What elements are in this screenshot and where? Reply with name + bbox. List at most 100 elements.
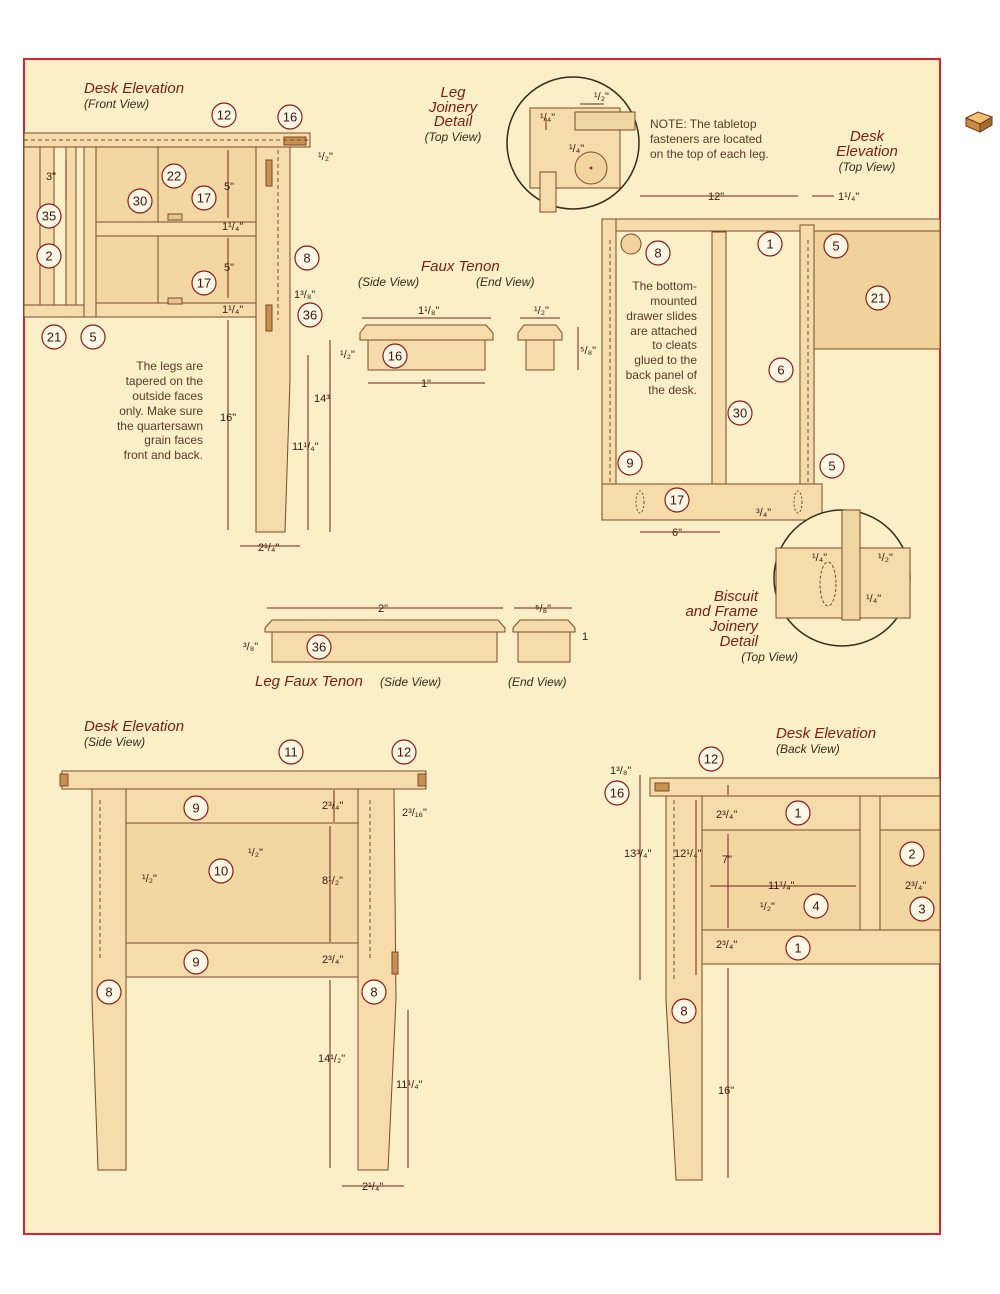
dim-joinery-quarter-b: ¹/₄" (569, 143, 584, 155)
svg-text:35: 35 (42, 209, 56, 224)
svg-text:drawer slides: drawer slides (626, 309, 697, 323)
dim-front-5a: 5" (224, 181, 234, 193)
dim-side-214: 2¹/₄" (362, 1181, 383, 1193)
callout-front-17a: 17 (191, 185, 217, 211)
dim-top-114: 1¹/₄" (838, 191, 859, 203)
svg-text:36: 36 (312, 640, 326, 655)
svg-text:mounted: mounted (650, 294, 697, 308)
callout-front-5: 5 (80, 324, 106, 350)
svg-text:12: 12 (397, 745, 411, 760)
callout-front-17b: 17 (191, 270, 217, 296)
svg-text:6: 6 (777, 363, 784, 378)
callout-front-30: 30 (127, 188, 153, 214)
svg-text:and Frame: and Frame (685, 603, 758, 620)
callout-front-22: 22 (161, 163, 187, 189)
svg-text:9: 9 (626, 456, 633, 471)
dim-back-234c: 2³/₄" (716, 939, 737, 951)
back-view-title: Desk Elevation (776, 725, 876, 742)
svg-text:3: 3 (918, 902, 925, 917)
svg-text:2: 2 (45, 249, 52, 264)
svg-text:21: 21 (871, 291, 885, 306)
side-view-drawing (59, 770, 427, 1171)
svg-text:The bottom-: The bottom- (632, 279, 697, 293)
leg-faux-tenon-end-label: (End View) (508, 675, 566, 689)
callout-side-10: 10 (208, 858, 234, 884)
callout-side-9b: 9 (183, 949, 209, 975)
back-view-drawing (649, 777, 941, 1181)
dim-faux-half-b: ¹/₂" (534, 305, 549, 317)
svg-text:9: 9 (192, 801, 199, 816)
side-view-subtitle: (Side View) (84, 735, 145, 749)
back-callouts: 12 16 1 2 4 3 1 8 (604, 746, 935, 1024)
svg-text:30: 30 (733, 406, 747, 421)
top-view-title: Desk Elevation (Top View) (836, 128, 898, 174)
svg-text:1: 1 (766, 237, 773, 252)
callout-side-9a: 9 (183, 795, 209, 821)
callout-top-6: 6 (768, 357, 794, 383)
svg-text:The legs are: The legs are (136, 359, 203, 373)
svg-text:to cleats: to cleats (652, 338, 697, 352)
dim-front-138: 1³/₈" (294, 289, 315, 301)
svg-text:(Top View): (Top View) (839, 160, 896, 174)
callout-front-35: 35 (36, 203, 62, 229)
dim-legfaux-2: 2" (378, 603, 388, 615)
callout-side-12: 12 (391, 739, 417, 765)
dim-top-12: 12" (708, 191, 724, 203)
svg-text:4: 4 (812, 899, 819, 914)
svg-text:front and back.: front and back. (124, 448, 203, 462)
svg-text:Desk: Desk (850, 128, 886, 145)
faux-tenon-title: Faux Tenon (421, 258, 500, 275)
callout-back-4: 4 (803, 893, 829, 919)
side-callouts: 11 12 9 10 9 8 8 (96, 739, 417, 1005)
callout-top-17: 17 (664, 487, 690, 513)
dim-faux-1: 1" (421, 378, 431, 390)
svg-text:1: 1 (794, 806, 801, 821)
callout-front-12: 12 (211, 102, 237, 128)
svg-text:glued to the: glued to the (634, 353, 697, 367)
svg-text:17: 17 (197, 276, 211, 291)
svg-text:12: 12 (217, 108, 231, 123)
dim-front-16: 16" (220, 412, 236, 424)
biscuit-detail (773, 509, 911, 647)
callout-side-8a: 8 (96, 979, 122, 1005)
callout-front-36: 36 (297, 302, 323, 328)
fastener-note: NOTE: The tabletop fasteners are located… (650, 117, 769, 161)
dim-back-half: ¹/₂" (760, 901, 775, 913)
dim-legfaux-38: ³/₈" (243, 641, 258, 653)
callout-side-11: 11 (278, 739, 304, 765)
back-view-subtitle: (Back View) (776, 742, 840, 756)
svg-text:8: 8 (680, 1004, 687, 1019)
svg-text:NOTE: The tabletop: NOTE: The tabletop (650, 117, 757, 131)
dim-joinery-quarter-a: ¹/₄" (540, 112, 555, 124)
callout-back-16: 16 (604, 780, 630, 806)
svg-text:on the top of each leg.: on the top of each leg. (650, 147, 769, 161)
svg-text:2: 2 (908, 847, 915, 862)
side-view-title: Desk Elevation (84, 718, 184, 735)
callout-legfaux-36: 36 (306, 634, 332, 660)
callout-top-30: 30 (727, 400, 753, 426)
callout-back-2: 2 (899, 841, 925, 867)
dim-back-1114: 11¹/₄" (768, 880, 795, 892)
dim-joinery-half: ¹/₂" (594, 91, 609, 103)
svg-text:back panel of: back panel of (626, 368, 698, 382)
dim-back-7: 7" (722, 854, 732, 866)
callout-front-16: 16 (277, 104, 303, 130)
svg-text:Joinery: Joinery (709, 618, 760, 635)
callout-front-2: 2 (36, 243, 62, 269)
callout-back-1b: 1 (785, 935, 811, 961)
svg-text:17: 17 (197, 191, 211, 206)
svg-text:10: 10 (214, 864, 228, 879)
callout-side-8b: 8 (361, 979, 387, 1005)
callout-back-3: 3 (909, 896, 935, 922)
svg-text:are attached: are attached (630, 324, 697, 338)
dim-biscuit-half: ¹/₂" (878, 552, 893, 564)
callout-back-8: 8 (671, 998, 697, 1024)
callout-top-9: 9 (617, 450, 643, 476)
svg-text:the desk.: the desk. (648, 383, 697, 397)
svg-text:16: 16 (283, 110, 297, 125)
back-dims (639, 775, 856, 1178)
svg-text:8: 8 (370, 985, 377, 1000)
dim-biscuit-quarter-a: ¹/₄" (812, 552, 827, 564)
front-dims (65, 150, 331, 547)
